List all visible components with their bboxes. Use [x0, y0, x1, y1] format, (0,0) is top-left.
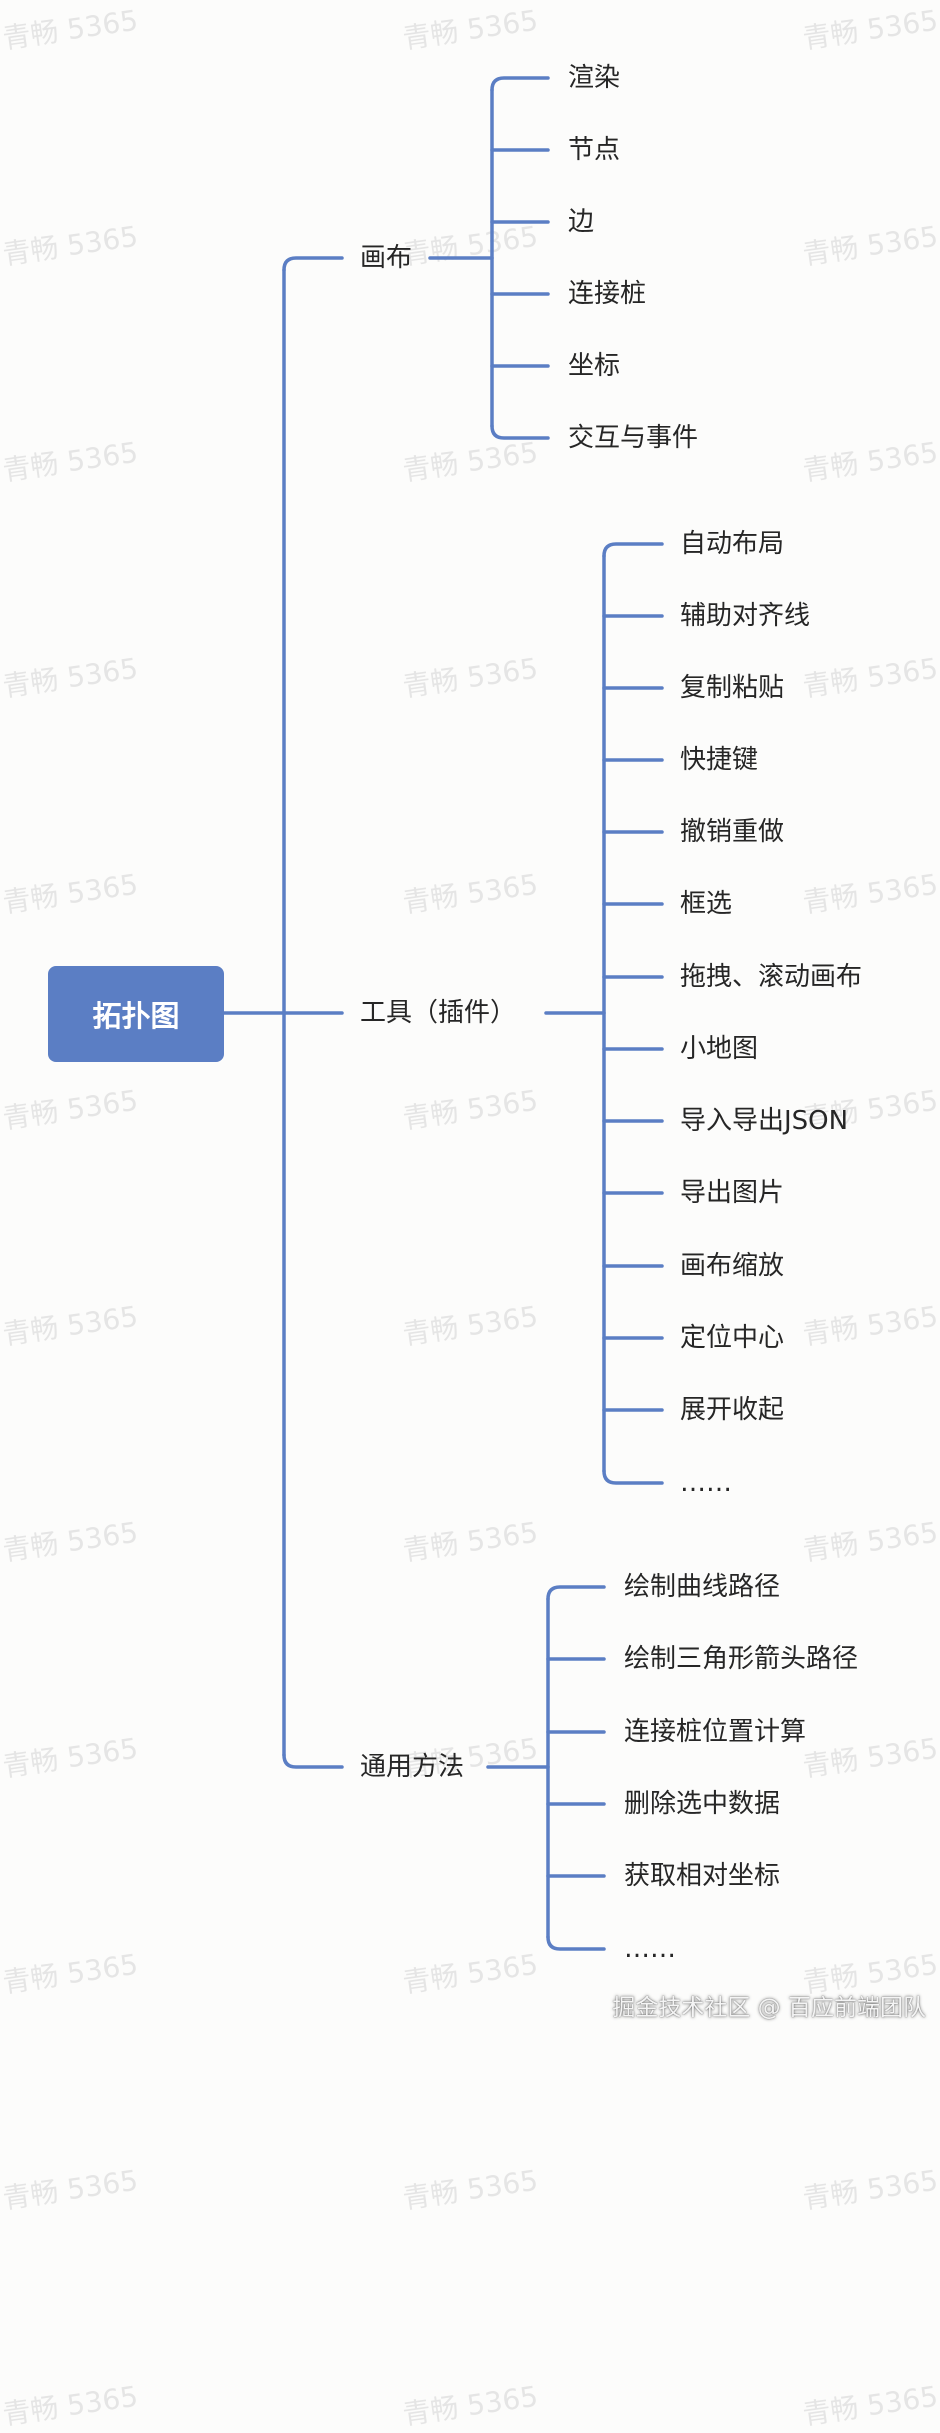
leaf-node[interactable]: 导入导出JSON	[680, 1106, 849, 1136]
branch-connector	[282, 256, 344, 272]
branch-node-canvas[interactable]: 画布	[360, 243, 413, 273]
leaf-node[interactable]: 画布缩放	[680, 1251, 785, 1281]
watermark: 青畅 5365	[800, 2163, 940, 2216]
leaf-node[interactable]: 框选	[680, 889, 733, 919]
leaf-node[interactable]: 渲染	[568, 63, 621, 93]
leaf-node[interactable]: 辅助对齐线	[680, 601, 811, 631]
leaf-connector	[602, 1469, 664, 1485]
leaf-node[interactable]: 绘制曲线路径	[624, 1572, 781, 1602]
leaf-node[interactable]: 拖拽、滚动画布	[680, 962, 863, 992]
watermark: 青畅 5365	[0, 2163, 141, 2216]
leaf-connector	[546, 1585, 606, 1601]
root-node-label: 拓扑图	[92, 999, 180, 1033]
leaf-node[interactable]: 快捷键	[680, 745, 759, 775]
leaf-node[interactable]: 展开收起	[680, 1395, 785, 1425]
root-node[interactable]: 拓扑图	[48, 966, 224, 1062]
leaf-node[interactable]: 定位中心	[680, 1323, 785, 1353]
branch-node-tools[interactable]: 工具（插件）	[360, 998, 517, 1028]
leaf-node[interactable]: ……	[680, 1468, 732, 1498]
watermark: 青畅 5365	[400, 2379, 541, 2432]
connector-lines	[222, 76, 664, 1951]
leaf-node[interactable]: 复制粘贴	[680, 673, 785, 703]
leaf-node[interactable]: 边	[568, 207, 595, 237]
watermark: 青畅 5365	[0, 2379, 141, 2432]
leaf-node[interactable]: 导出图片	[680, 1178, 785, 1208]
leaf-node[interactable]: 交互与事件	[568, 423, 699, 453]
leaf-connector	[490, 424, 550, 440]
footer-credit: 掘金技术社区 @ 百应前端团队	[612, 1995, 926, 2021]
watermark: 青畅 5365	[400, 2163, 541, 2216]
branch-connector	[282, 1753, 344, 1769]
mind-map: 青畅 5365 青畅 5365 青畅 5365 青畅 5365 青畅 5365 青畅 53…	[1, 4, 940, 2432]
leaf-node[interactable]: 连接桩位置计算	[624, 1717, 807, 1747]
leaf-node[interactable]: 自动布局	[680, 529, 785, 559]
leaf-node[interactable]: 坐标	[568, 351, 621, 381]
leaf-connector	[602, 542, 664, 558]
leaf-connector	[546, 1935, 606, 1951]
leaf-node[interactable]: 连接桩	[568, 279, 647, 309]
leaf-node[interactable]: 绘制三角形箭头路径	[624, 1644, 859, 1674]
watermark: 青畅 5365	[800, 2379, 940, 2432]
branch-node-methods[interactable]: 通用方法	[360, 1752, 465, 1782]
leaf-node[interactable]: 节点	[568, 135, 621, 165]
leaf-node[interactable]: 撤销重做	[680, 817, 785, 847]
leaf-node[interactable]: 删除选中数据	[624, 1789, 781, 1819]
leaf-node[interactable]: 小地图	[680, 1034, 759, 1064]
leaf-node[interactable]: 获取相对坐标	[624, 1861, 781, 1891]
leaf-node[interactable]: ……	[624, 1934, 676, 1964]
leaf-connector	[490, 76, 550, 92]
